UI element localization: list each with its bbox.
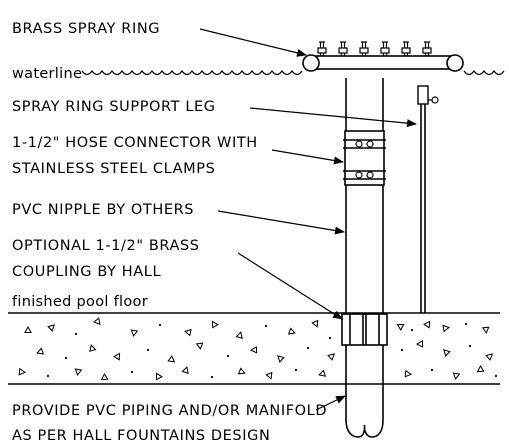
spray-nozzles xyxy=(317,41,432,56)
aggregate-triangle xyxy=(443,349,451,357)
aggregate-triangle xyxy=(423,320,431,329)
aggregate-triangle xyxy=(235,331,243,339)
aggregate-triangle xyxy=(311,319,319,328)
clamp-screw xyxy=(355,171,363,179)
label-piping-line1: PROVIDE PVC PIPING AND/OR MANIFOLD xyxy=(12,403,327,419)
spray-nozzle xyxy=(359,41,369,56)
aggregate-triangle xyxy=(265,371,273,380)
aggregate-dot xyxy=(46,374,50,378)
aggregate-dot xyxy=(130,370,134,374)
waterline-waves-left xyxy=(81,69,303,76)
label-pvc-nipple: PVC NIPPLE BY OTHERS xyxy=(12,202,194,218)
spray-nozzle xyxy=(422,41,432,56)
aggregate-dot xyxy=(494,374,498,378)
aggregate-triangle xyxy=(155,372,163,381)
label-coupling-line2: COUPLING BY HALL xyxy=(12,264,161,280)
support-leg-bolt xyxy=(431,96,439,104)
aggregate-dot xyxy=(226,354,230,358)
hose-connector-sleeve xyxy=(344,130,385,186)
support-leg-bracket xyxy=(417,85,429,105)
aggregate-triangle xyxy=(211,320,219,329)
aggregate-triangle xyxy=(452,372,461,380)
aggregate-triangle xyxy=(36,347,45,355)
aggregate-triangle xyxy=(327,353,336,361)
aggregate-dot xyxy=(64,356,68,360)
leader-pvc-nipple xyxy=(217,210,345,235)
aggregate-triangle xyxy=(18,367,27,376)
label-hose-connector-line1: 1-1/2" HOSE CONNECTOR WITH xyxy=(12,135,258,151)
aggregate-dot xyxy=(464,322,468,326)
aggregate-triangle xyxy=(249,346,258,354)
aggregate-dot xyxy=(306,346,310,350)
aggregate-triangle xyxy=(181,366,189,374)
label-hose-connector-line2: STAINLESS STEEL CLAMPS xyxy=(12,161,215,177)
clamp-screw xyxy=(355,140,363,148)
label-piping-line2: AS PER HALL FOUNTAINS DESIGN xyxy=(12,428,270,444)
label-support-leg: SPRAY RING SUPPORT LEG xyxy=(12,99,216,115)
spray-nozzle xyxy=(380,41,390,56)
pool-floor-slab xyxy=(8,312,500,385)
aggregate-dot xyxy=(294,368,298,372)
aggregate-triangle xyxy=(89,344,97,352)
leader-coupling xyxy=(237,252,343,320)
label-waterline: waterline xyxy=(12,66,82,82)
aggregate-dot xyxy=(468,344,472,348)
leader-piping xyxy=(315,395,346,411)
hose-connector xyxy=(343,130,386,186)
aggregate-triangle xyxy=(481,326,490,335)
spray-ring-support-leg xyxy=(417,85,439,313)
waterline-waves-right xyxy=(463,69,505,76)
aggregate-triangle xyxy=(74,368,83,376)
aggregate-triangle xyxy=(287,327,296,335)
coupling-body xyxy=(341,313,388,346)
concrete-aggregate-hatch xyxy=(18,317,498,381)
aggregate-triangle xyxy=(184,328,192,337)
brass-spray-ring xyxy=(302,41,464,72)
aggregate-dot xyxy=(410,328,414,332)
aggregate-dot xyxy=(210,375,214,379)
aggregate-triangle xyxy=(318,369,327,377)
spray-ring-left-end xyxy=(302,54,320,72)
aggregate-triangle xyxy=(167,355,176,363)
aggregate-triangle xyxy=(404,369,413,378)
pipe-break-symbol xyxy=(345,419,384,438)
aggregate-triangle xyxy=(93,317,101,326)
aggregate-triangle xyxy=(277,355,285,363)
aggregate-triangle xyxy=(24,325,32,333)
aggregate-triangle xyxy=(237,367,246,375)
clamp-screw xyxy=(366,171,374,179)
aggregate-triangle xyxy=(415,340,424,348)
label-pool-floor: finished pool floor xyxy=(12,294,148,310)
aggregate-dot xyxy=(328,336,332,340)
clamp-screw xyxy=(366,140,374,148)
aggregate-dot xyxy=(158,323,162,327)
aggregate-triangle xyxy=(195,342,204,351)
aggregate-dot xyxy=(264,324,268,328)
spray-nozzle xyxy=(317,41,327,56)
aggregate-triangle xyxy=(113,352,121,361)
aggregate-dot xyxy=(400,348,404,352)
aggregate-triangle xyxy=(47,324,55,332)
brass-coupling xyxy=(341,313,388,346)
label-spray-ring: BRASS SPRAY RING xyxy=(12,21,160,37)
aggregate-dot xyxy=(74,332,78,336)
leader-spray-ring xyxy=(199,28,307,57)
leader-hose-connector xyxy=(271,149,344,165)
spray-ring-right-end xyxy=(446,54,464,72)
label-coupling-line1: OPTIONAL 1-1/2" BRASS xyxy=(12,238,200,254)
aggregate-triangle xyxy=(485,353,494,361)
spray-nozzle xyxy=(401,41,411,56)
aggregate-triangle xyxy=(100,373,109,381)
spray-nozzle xyxy=(338,41,348,56)
spray-ring-body xyxy=(310,55,456,70)
aggregate-triangle xyxy=(476,365,485,373)
aggregate-dot xyxy=(146,348,150,352)
aggregate-dot xyxy=(430,368,434,372)
aggregate-triangle xyxy=(396,324,405,331)
leader-support-leg xyxy=(249,107,417,128)
aggregate-triangle xyxy=(442,324,450,333)
aggregate-triangle xyxy=(130,329,139,338)
